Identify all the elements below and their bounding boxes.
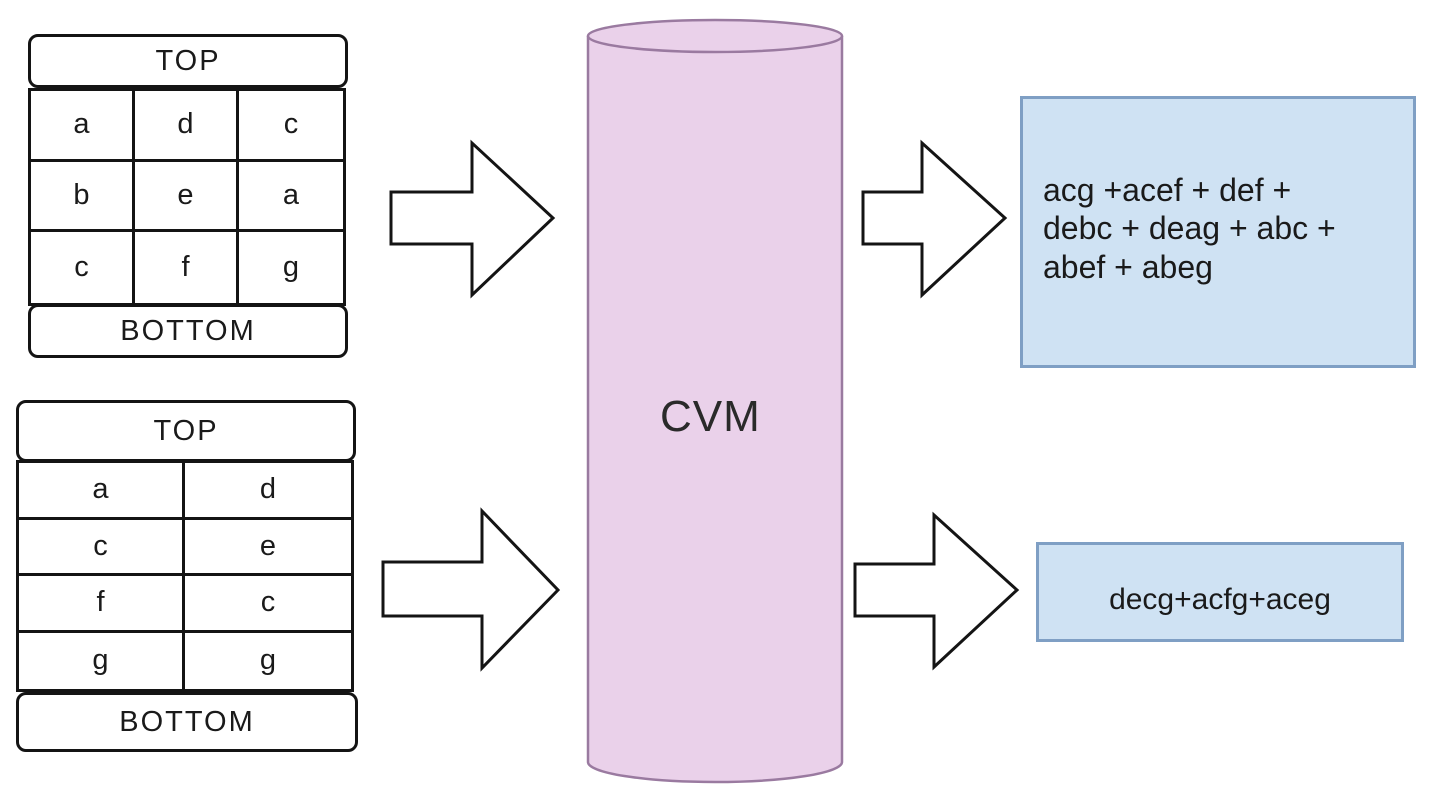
grid-cell: c — [31, 232, 135, 303]
output-expression-box: acg +acef + def + debc + deag + abc + ab… — [1020, 96, 1416, 368]
grid-cell: f — [135, 232, 239, 303]
input-2-bottom-label: BOTTOM — [16, 692, 358, 752]
grid-cell: a — [239, 162, 343, 233]
input-2-grid: a d c e f c g g — [16, 460, 354, 692]
output-expression-box: decg+acfg+aceg — [1036, 542, 1404, 642]
arrow-right-icon — [381, 507, 561, 672]
arrow-right-icon — [389, 139, 556, 299]
output-line: debc + deag + abc + — [1043, 210, 1336, 247]
grid-cell: f — [19, 576, 185, 633]
output-line: decg+acfg+aceg — [1109, 583, 1331, 616]
grid-cell: c — [239, 91, 343, 162]
grid-cell: b — [31, 161, 135, 233]
arrow-right-icon — [853, 511, 1020, 671]
output-line: acg +acef + def + — [1043, 172, 1292, 208]
grid-cell: g — [282, 251, 300, 284]
grid-cell: c — [185, 576, 351, 633]
input-2-top-label: TOP — [16, 400, 356, 462]
arrow-right-icon — [861, 139, 1008, 299]
grid-cell: a — [31, 91, 135, 162]
grid-cell: a — [19, 463, 185, 520]
grid-cell: d — [185, 463, 351, 520]
grid-cell: g — [259, 644, 277, 677]
grid-cell: c — [19, 519, 185, 576]
grid-cell: g — [19, 632, 185, 689]
grid-cell: d — [135, 91, 239, 162]
input-1-grid: a d c b e a c f g — [28, 88, 346, 306]
input-1-top-label: TOP — [28, 34, 348, 88]
cvm-cylinder — [586, 18, 844, 784]
cvm-label: CVM — [660, 392, 761, 441]
input-1-bottom-label: BOTTOM — [28, 304, 348, 358]
output-line: abef + abeg — [1043, 248, 1213, 285]
grid-cell: e — [135, 161, 239, 233]
grid-cell: e — [185, 520, 351, 576]
